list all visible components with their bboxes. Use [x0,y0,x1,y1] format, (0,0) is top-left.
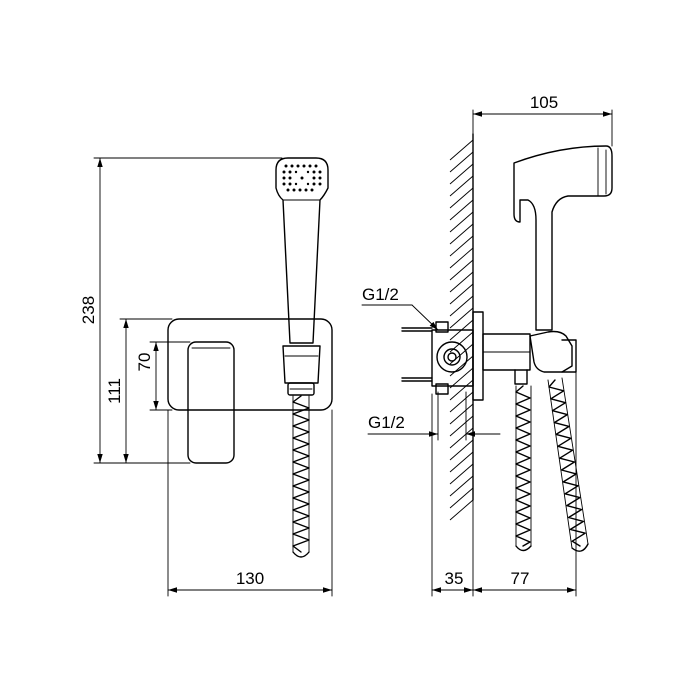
dim-lever-height: 70 [135,353,154,372]
front-view: 238 111 70 130 [79,157,333,597]
dim-total-height: 238 [79,296,98,324]
dim-front-width: 130 [236,569,264,588]
dim-side-depth-bottom: 77 [511,569,530,588]
front-wall-plate [167,318,333,411]
dim-side-depth-top: 105 [530,93,558,112]
label-thread-top: G1/2 [362,285,399,304]
side-hose-front [515,385,531,547]
front-hand-shower [275,157,329,558]
side-view: 105 35 77 G1/2 G1/2 [361,93,613,597]
side-hose-back [548,379,586,547]
dim-wall-depth: 35 [445,569,464,588]
side-lever [482,333,531,371]
dim-body-height: 111 [105,378,124,404]
front-lever [187,341,235,464]
embedded-body [431,329,474,387]
wall-hatch [449,139,474,521]
front-hose [292,395,310,553]
side-hand-shower [513,145,613,331]
label-thread-bottom: G1/2 [368,413,405,432]
spray-head-holes [282,164,322,192]
